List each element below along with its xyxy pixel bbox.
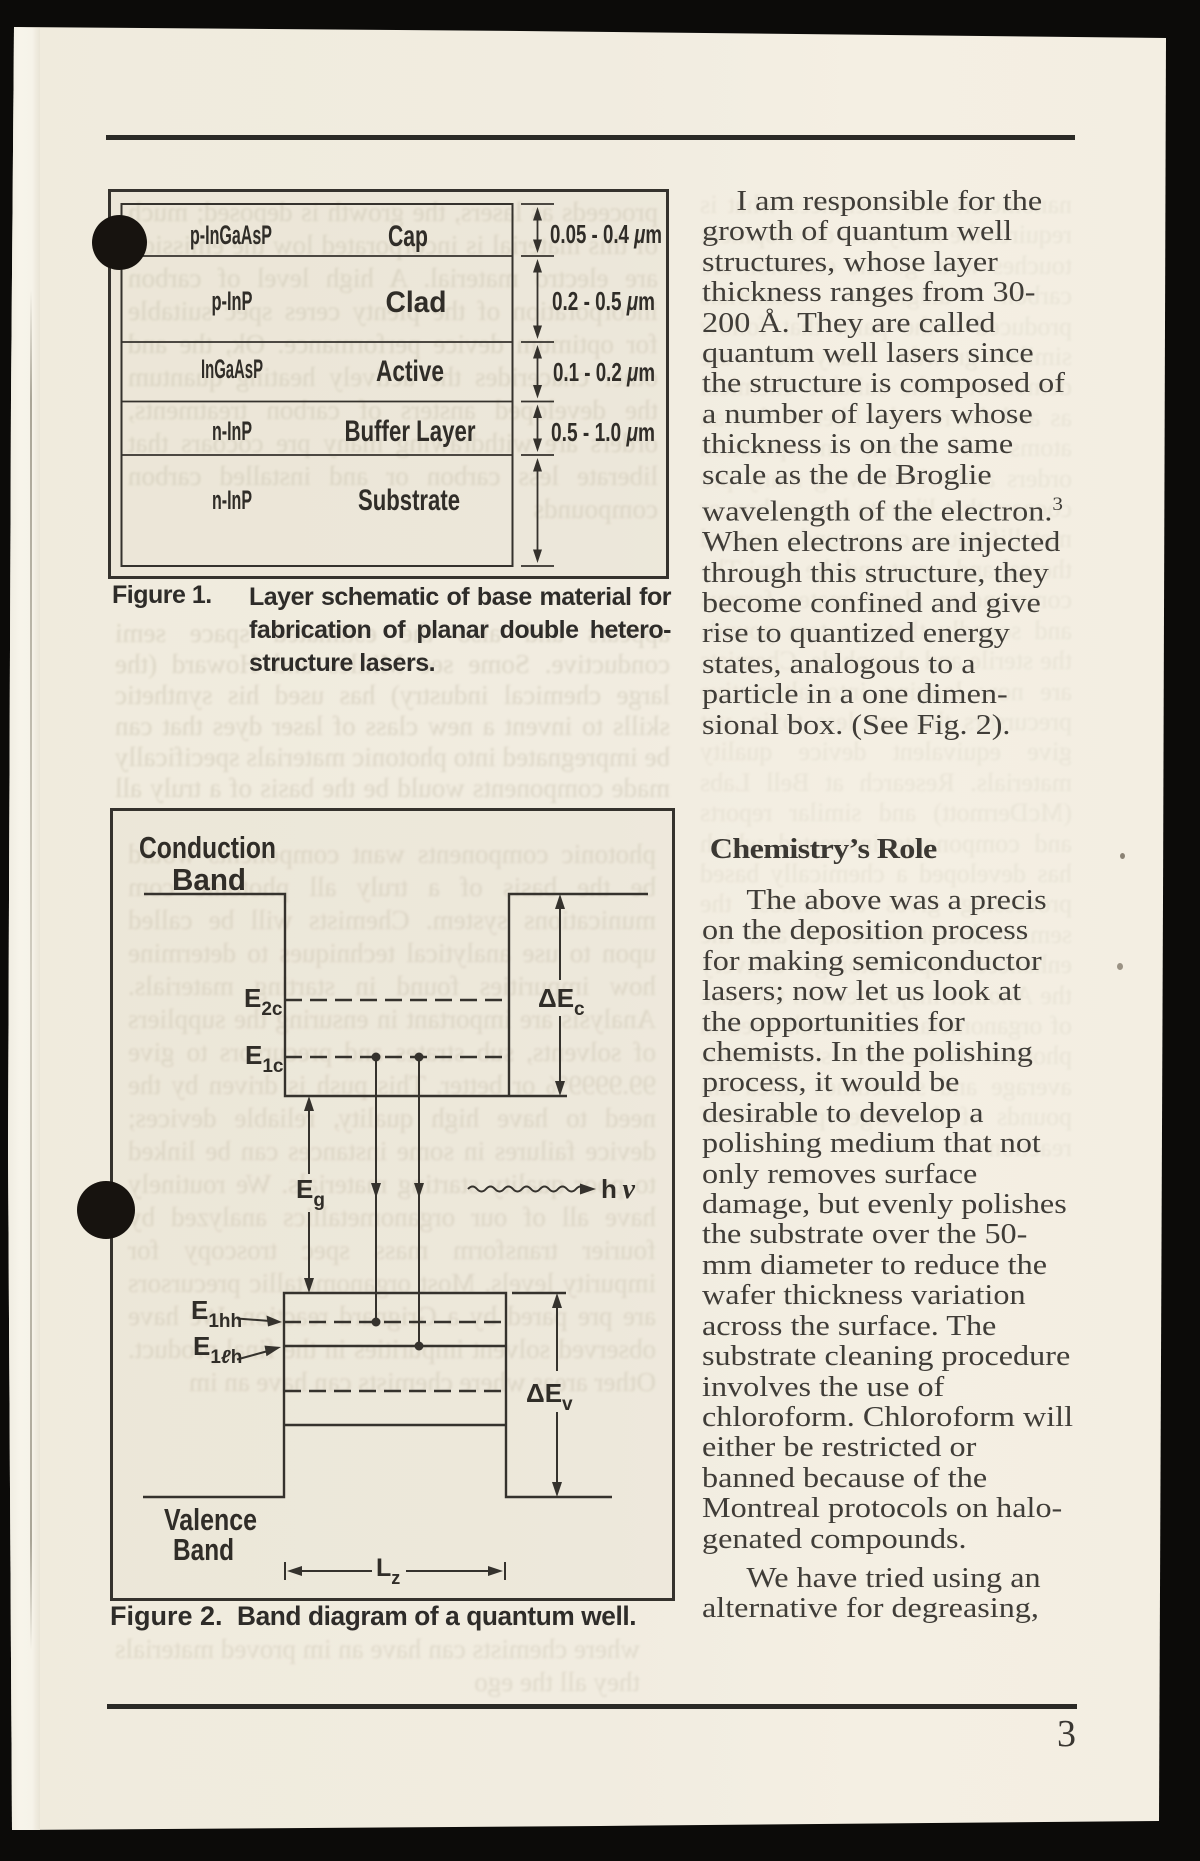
svg-text:Substrate: Substrate (358, 484, 460, 517)
svg-text:Buffer Layer: Buffer Layer (345, 415, 476, 448)
svg-text:InGaAsP: InGaAsP (201, 354, 263, 384)
svg-text:p-InGaAsP: p-InGaAsP (190, 220, 272, 250)
svg-text:Clad: Clad (386, 286, 447, 319)
svg-text:Band: Band (172, 862, 246, 897)
svg-text:n-InP: n-InP (212, 485, 252, 515)
svg-text:p-InP: p-InP (212, 286, 253, 316)
svg-text:Cap: Cap (388, 220, 428, 253)
svg-text:Active: Active (376, 355, 444, 388)
svg-text:0.5 - 1.0 μm: 0.5 - 1.0 μm (551, 417, 655, 447)
svg-text:Band: Band (173, 1532, 234, 1567)
svg-text:n-InP: n-InP (212, 416, 252, 446)
svg-text:Valence: Valence (164, 1502, 257, 1537)
svg-text:0.2 - 0.5 μm: 0.2 - 0.5 μm (552, 286, 655, 316)
svg-text:Conduction: Conduction (139, 830, 276, 865)
svg-text:h ν: h ν (601, 1174, 635, 1205)
svg-text:0.1 - 0.2 μm: 0.1 - 0.2 μm (553, 357, 655, 387)
svg-text:0.05 - 0.4 μm: 0.05 - 0.4 μm (550, 219, 662, 249)
